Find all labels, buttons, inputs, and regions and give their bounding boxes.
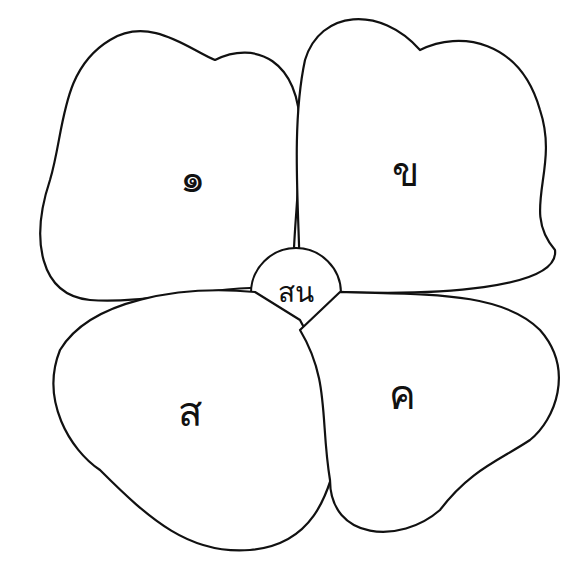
leaf-path <box>40 31 300 300</box>
clover-leaf: ส <box>40 280 350 565</box>
clover-leaf: ข <box>290 0 565 305</box>
leaf-label: ๑ <box>180 158 205 198</box>
leaf-label: ส <box>178 392 202 432</box>
clover-leaf: ค <box>295 280 570 550</box>
center-label: สน <box>278 279 314 307</box>
leaf-outline <box>290 0 565 305</box>
leaf-path <box>54 290 341 550</box>
leaf-outline <box>295 280 570 550</box>
leaf-path <box>300 292 559 532</box>
leaf-path <box>297 19 555 293</box>
leaf-label: ข <box>392 152 419 192</box>
leaf-label: ค <box>389 375 416 415</box>
